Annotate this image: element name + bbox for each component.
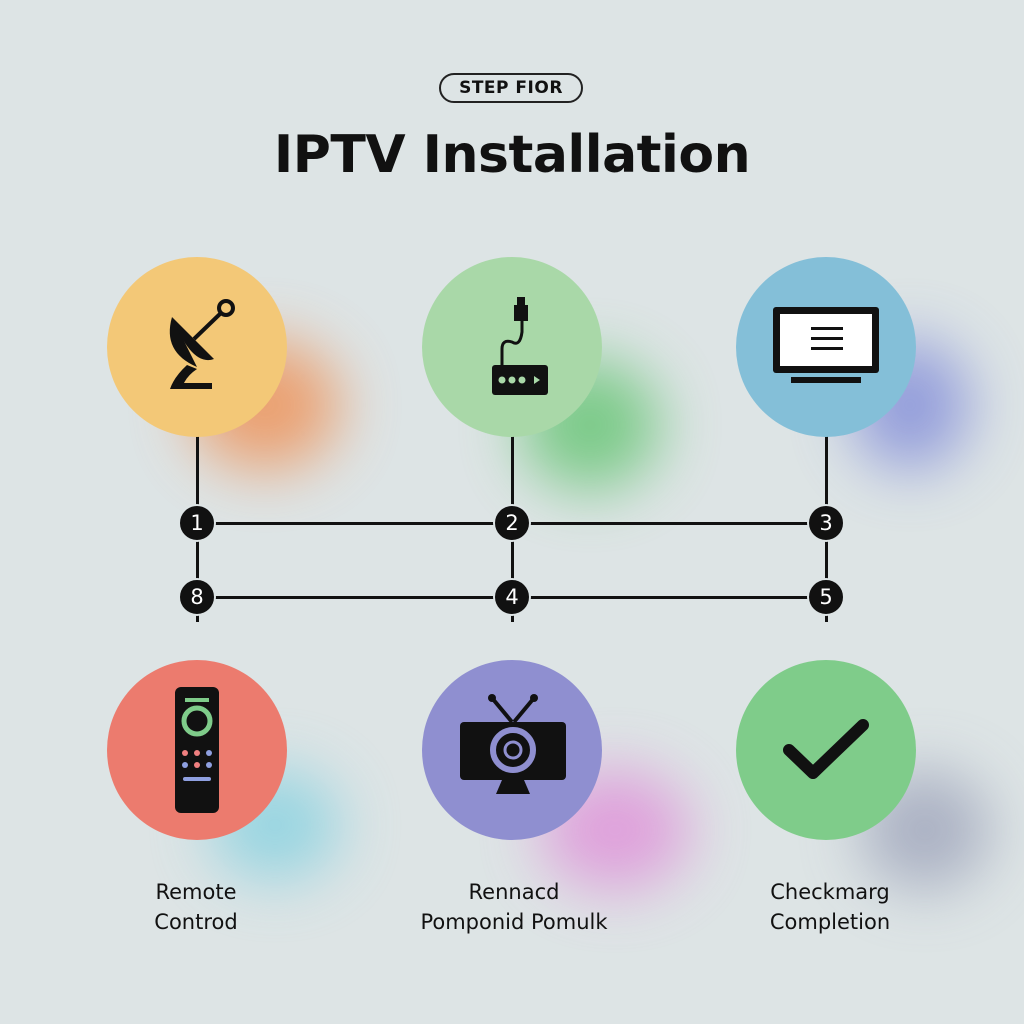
step-node-5: 5: [807, 578, 845, 616]
tv-step-circle: [736, 257, 916, 437]
label-line2: Controd: [154, 910, 238, 934]
page-title: IPTV Installation: [273, 125, 751, 185]
label-line1: Checkmarg: [770, 880, 890, 904]
label-tv-antenna: Rennacd Pomponid Pomulk: [364, 877, 664, 937]
router-icon: [492, 297, 548, 395]
step-node-2: 2: [493, 504, 531, 542]
label-remote-control: Remote Controd: [46, 877, 346, 937]
step-node-1: 1: [178, 504, 216, 542]
step-badge: STEP FIOR: [439, 73, 583, 103]
checkmark-step-circle: [736, 660, 916, 840]
checkmark-icon: [783, 719, 869, 779]
label-checkmark: Checkmarg Completion: [680, 877, 980, 937]
label-line1: Remote: [155, 880, 237, 904]
remote-control-icon: [175, 687, 219, 813]
tv-antenna-icon: [460, 694, 566, 794]
step-node-3: 3: [807, 504, 845, 542]
label-line2: Pomponid Pomulk: [420, 910, 608, 934]
tv-antenna-step-circle: [422, 660, 602, 840]
label-line2: Completion: [769, 910, 891, 934]
remote-step-circle: [107, 660, 287, 840]
router-step-circle: [422, 257, 602, 437]
satellite-step-circle: [107, 257, 287, 437]
label-line1: Rennacd: [468, 880, 560, 904]
tv-monitor-icon: [773, 307, 879, 383]
satellite-dish-icon: [169, 299, 235, 389]
step-node-8: 8: [178, 578, 216, 616]
step-node-4: 4: [493, 578, 531, 616]
